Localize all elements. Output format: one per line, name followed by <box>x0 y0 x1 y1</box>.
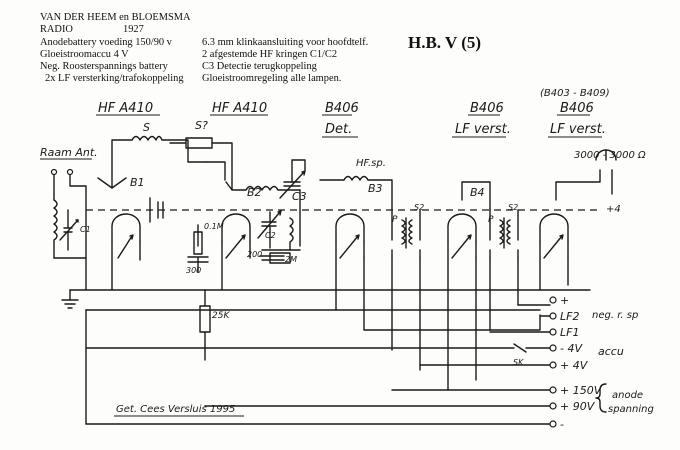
terminal-2-note: neg. r. sp <box>592 310 638 321</box>
tube-4-type: B406 <box>470 101 504 116</box>
b1-label: B1 <box>130 176 145 189</box>
page-title: H.B. V (5) <box>408 33 482 52</box>
tube-4-func: LF verst. <box>455 122 511 137</box>
tube-5-type: B406 <box>560 101 594 116</box>
header-radio: RADIO <box>40 24 73 35</box>
header-spec-5: 6.3 mm klinkaansluiting voor hoofdtelf. <box>202 37 369 48</box>
c-200-label: 200 <box>247 250 262 259</box>
header-spec-6: 2 afgestemde HF kringen C1/C2 <box>202 49 338 60</box>
tube-1-type: HF A410 <box>98 101 153 116</box>
plus4-label: +4 <box>606 204 621 215</box>
r-25k-label: 25K <box>212 311 230 321</box>
c1-label: C1 <box>80 225 91 234</box>
terminal-4-label: - 4V <box>560 342 583 355</box>
tube-5-note: (B403 - B409) <box>540 88 610 99</box>
terminal-5-label: + 4V <box>560 359 589 372</box>
terminal-7-label: + 90V <box>560 400 596 413</box>
tr2-primary-label: P <box>488 215 494 225</box>
tube-2-type: HF A410 <box>212 101 267 116</box>
header-spec-4: 2x LF versterking/trafokoppeling <box>45 73 184 84</box>
phones-label: 3000 - 3000 Ω <box>574 150 646 161</box>
terminal-4-note: accu <box>598 345 624 358</box>
tr1-primary-label: P <box>392 215 398 225</box>
header-spec-3: Neg. Roosterspannings battery <box>40 61 168 72</box>
anode-note-2: spanning <box>608 404 654 415</box>
terminal-2-label: LF2 <box>560 310 579 323</box>
header-spec-8: Gloeistroomregeling alle lampen. <box>202 73 342 84</box>
header-spec-1: Anodebattery voeding 150/90 v <box>40 37 172 48</box>
b4-label: B4 <box>470 186 485 199</box>
terminal-8-label: - <box>560 418 564 431</box>
r-2m-label: 2M <box>285 255 297 264</box>
terminal-3-label: LF1 <box>560 326 579 339</box>
hf-sp-label: HF.sp. <box>356 158 386 169</box>
s2-label: S? <box>195 119 208 132</box>
tr2-secondary-label: S2 <box>508 203 518 212</box>
b3-label: B3 <box>368 182 383 195</box>
tube-3-type: B406 <box>325 101 359 116</box>
tube-5-func: LF verst. <box>550 122 606 137</box>
terminal-6-label: + 150V <box>560 384 603 397</box>
b2-label: B2 <box>247 186 262 199</box>
anode-note-1: anode <box>612 390 643 401</box>
terminal-1-label: + <box>560 294 569 307</box>
header-spec-7: C3 Detectie terugkoppeling <box>202 61 317 72</box>
header-company: VAN DER HEEM en BLOEMSMA <box>40 12 191 23</box>
s1-label: S <box>143 121 150 134</box>
r-01m-label: 0.1M <box>204 222 224 231</box>
tube-3-func: Det. <box>325 122 352 137</box>
header-year: 1927 <box>123 24 144 35</box>
antenna-label: Raam Ant. <box>40 146 98 159</box>
switch-label: SK <box>513 358 524 367</box>
header-spec-2: Gloeistroomaccu 4 V <box>40 49 129 60</box>
signature: Get. Cees Versluis 1995 <box>116 404 235 415</box>
c-300a-label: 300 <box>186 266 201 275</box>
tr1-secondary-label: S2 <box>414 203 424 212</box>
